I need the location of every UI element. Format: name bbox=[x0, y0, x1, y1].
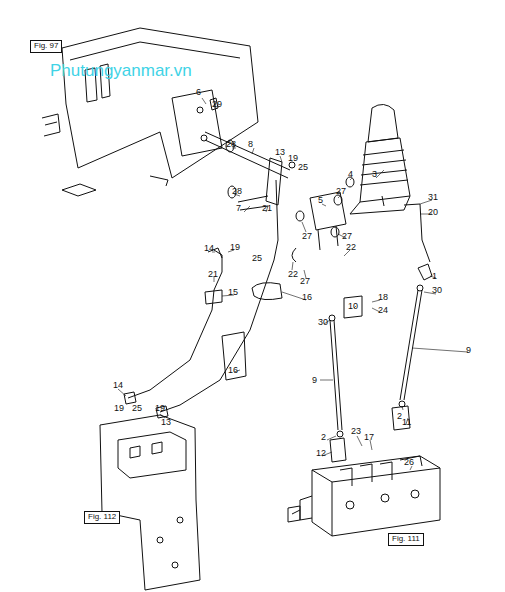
callout-number: 30 bbox=[318, 318, 328, 327]
callout-number: 30 bbox=[432, 286, 442, 295]
callout-number: 16 bbox=[302, 293, 312, 302]
callout-number: 7 bbox=[236, 204, 241, 213]
figure-reference-box: Fig. 97 bbox=[30, 40, 62, 53]
figure-reference-box: Fig. 111 bbox=[388, 533, 424, 546]
callout-number: 14 bbox=[204, 244, 214, 253]
figure-reference-box: Fig. 112 bbox=[84, 511, 120, 524]
callout-number: 2 bbox=[321, 433, 326, 442]
callout-number: 6 bbox=[196, 88, 201, 97]
callout-number: 13 bbox=[275, 148, 285, 157]
callout-number: 4 bbox=[348, 170, 353, 179]
callout-number: 17 bbox=[364, 433, 374, 442]
callout-number: 1 bbox=[432, 272, 437, 281]
callout-number: 27 bbox=[342, 232, 352, 241]
callout-number: 22 bbox=[346, 243, 356, 252]
callout-number: 26 bbox=[404, 458, 414, 467]
callout-number: 20 bbox=[428, 208, 438, 217]
callout-number: 14 bbox=[113, 381, 123, 390]
callout-number: 19 bbox=[288, 154, 298, 163]
callout-number: 27 bbox=[300, 277, 310, 286]
callout-number: 25 bbox=[132, 404, 142, 413]
callout-number: 3 bbox=[372, 170, 377, 179]
callout-number: 5 bbox=[318, 196, 323, 205]
figure-reference: Fig. 112 bbox=[88, 512, 116, 521]
callout-number: 28 bbox=[226, 140, 236, 149]
callout-number: 8 bbox=[248, 140, 253, 149]
callout-number: 22 bbox=[288, 270, 298, 279]
callout-number: 21 bbox=[208, 270, 218, 279]
callout-number: 19 bbox=[155, 404, 165, 413]
callout-number: 29 bbox=[212, 100, 222, 109]
callout-number: 18 bbox=[378, 293, 388, 302]
callout-number: 16 bbox=[228, 366, 238, 375]
callout-number: 25 bbox=[298, 163, 308, 172]
callout-number: 15 bbox=[228, 288, 238, 297]
watermark: Phutungyanmar.vn bbox=[50, 62, 192, 79]
callout-number: 27 bbox=[336, 187, 346, 196]
callout-number: 2 bbox=[397, 412, 402, 421]
callout-number: 19 bbox=[114, 404, 124, 413]
callout-number: 24 bbox=[378, 306, 388, 315]
callout-number: 9 bbox=[466, 346, 471, 355]
callout-number: 25 bbox=[252, 254, 262, 263]
callout-number: 21 bbox=[262, 204, 272, 213]
figure-reference: Fig. 111 bbox=[392, 534, 420, 543]
callout-number: 23 bbox=[351, 427, 361, 436]
callout-number: 11 bbox=[402, 418, 411, 427]
callout-number: 28 bbox=[232, 187, 242, 196]
callout-number: 10 bbox=[348, 302, 358, 311]
callout-number: 12 bbox=[316, 449, 326, 458]
callout-number: 19 bbox=[230, 243, 240, 252]
callout-number: 27 bbox=[302, 232, 312, 241]
callout-number: 9 bbox=[312, 376, 317, 385]
callout-number: 31 bbox=[428, 193, 438, 202]
callout-number: 13 bbox=[161, 418, 171, 427]
figure-reference: Fig. 97 bbox=[34, 41, 58, 50]
